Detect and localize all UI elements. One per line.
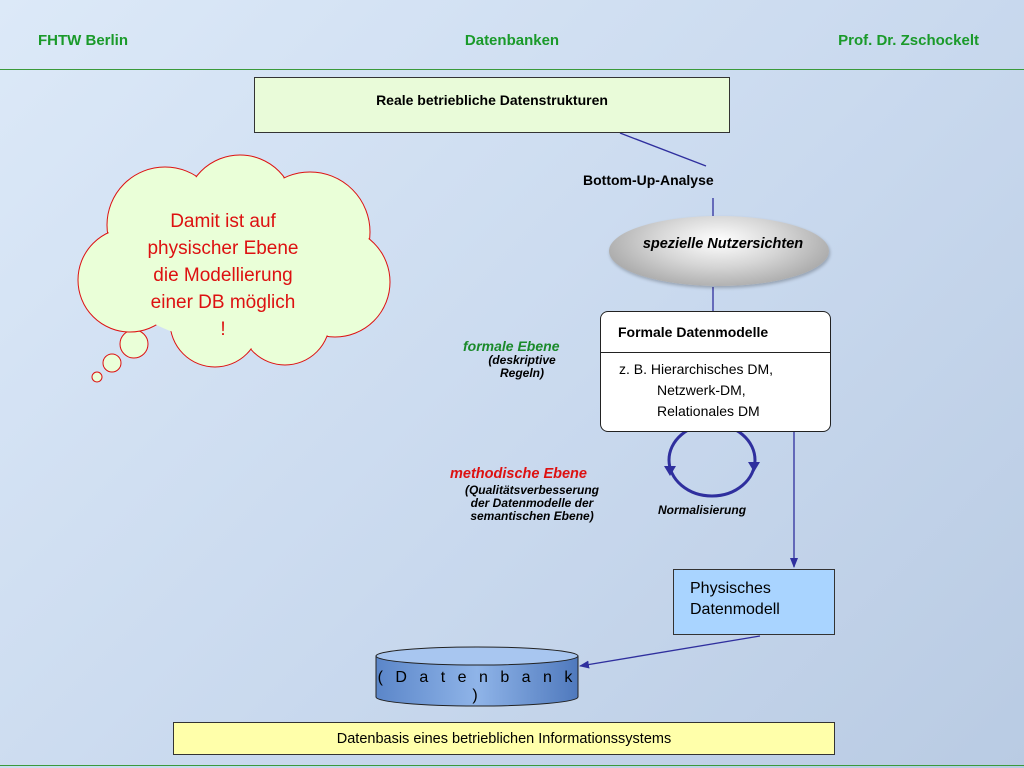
- header-divider: [0, 69, 1024, 70]
- header-right-author: Prof. Dr. Zschockelt: [838, 32, 979, 49]
- formal-level-title: formale Ebene: [463, 338, 560, 354]
- cloud-line: Damit ist auf: [170, 211, 276, 232]
- method-level-subtitle-line: semantischen Ebene): [470, 509, 594, 523]
- normalization-label: Normalisierung: [658, 503, 747, 517]
- header-left-institution: FHTW Berlin: [38, 32, 128, 49]
- normalization-loop-icon: [664, 422, 760, 498]
- database-cylinder-icon: [375, 646, 579, 707]
- thought-cloud-shape: [77, 154, 391, 383]
- formal-level-subtitle-line: (deskriptive: [488, 353, 556, 367]
- connector-reale-to-analysis: [619, 132, 707, 167]
- thought-cloud-text: Damit ist auf physischer Ebene die Model…: [118, 208, 328, 343]
- bottom-up-analysis-label: Bottom-Up-Analyse: [583, 172, 714, 188]
- formal-box-body: z. B. Hierarchisches DM, Netzwerk-DM, Re…: [619, 359, 773, 422]
- method-level-subtitle-line: der Datenmodelle der: [470, 496, 594, 510]
- header-center-title: Datenbanken: [464, 32, 560, 49]
- user-views-label: spezielle Nutzersichten: [642, 236, 804, 252]
- footer-divider: [0, 765, 1024, 766]
- formal-box-line: Netzwerk-DM,: [657, 382, 746, 398]
- cloud-line: physischer Ebene: [147, 238, 299, 259]
- method-level-title: methodische Ebene: [450, 466, 587, 482]
- formal-box-line: Relationales DM: [657, 403, 760, 419]
- cloud-line: !: [220, 319, 226, 340]
- physical-box-line: Datenmodell: [690, 601, 780, 618]
- cloud-line: die Modellierung: [153, 265, 293, 286]
- formal-data-models-box: Formale Datenmodelle z. B. Hierarchische…: [600, 311, 831, 432]
- method-level-subtitle: (Qualitätsverbesserung der Datenmodelle …: [446, 484, 618, 523]
- formal-level-subtitle-line: Regeln): [499, 366, 544, 380]
- arrow-physical-to-database: [579, 635, 761, 669]
- formal-box-title: Formale Datenmodelle: [618, 324, 769, 340]
- user-views-ellipse: [609, 216, 829, 286]
- formal-box-divider: [601, 352, 830, 353]
- information-system-basis-box: Datenbasis eines betrieblichen Informati…: [173, 722, 835, 755]
- cloud-line: einer DB möglich: [150, 292, 296, 313]
- method-level-subtitle-line: (Qualitätsverbesserung: [464, 483, 600, 497]
- physical-data-model-box: Physisches Datenmodell: [673, 569, 835, 635]
- real-data-structures-box: Reale betriebliche Datenstrukturen: [254, 77, 730, 133]
- database-label: ( D a t e n b a n k ): [377, 669, 577, 704]
- formal-box-line: z. B. Hierarchisches DM,: [619, 361, 774, 377]
- formal-level-subtitle: (deskriptive Regeln): [470, 354, 574, 380]
- physical-box-line: Physisches: [690, 580, 771, 597]
